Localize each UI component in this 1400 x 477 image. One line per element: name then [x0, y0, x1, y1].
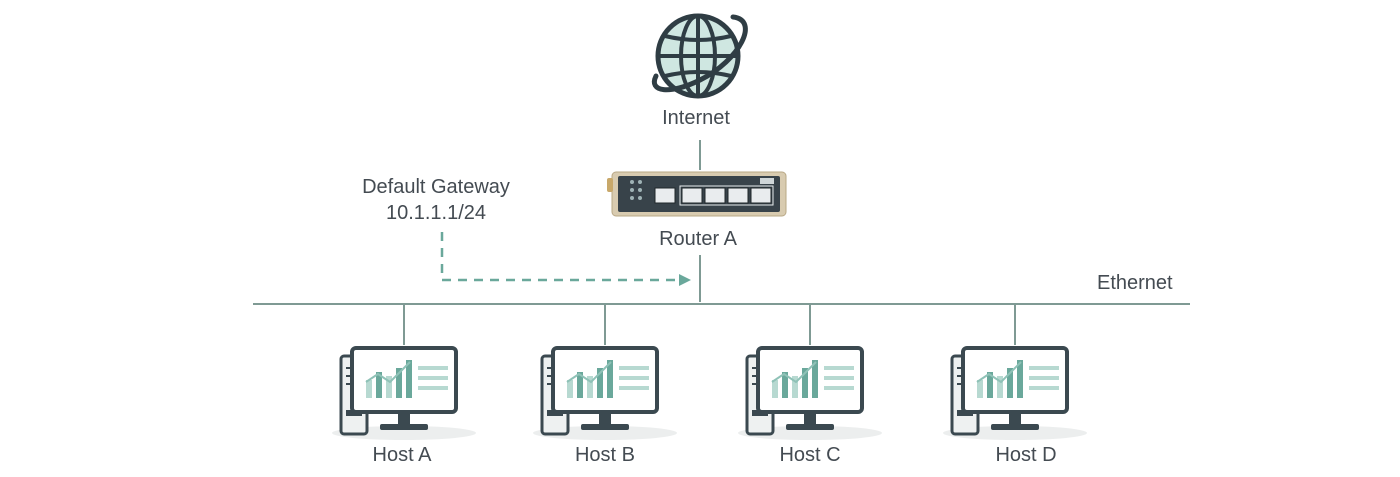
internet-label: Internet	[662, 107, 730, 129]
gateway-label-line1: Default Gateway	[362, 176, 510, 198]
router-label: Router A	[659, 228, 737, 250]
host-a-desktop-computer-icon	[330, 346, 478, 442]
host-a-label: Host A	[372, 444, 432, 466]
host-d-desktop-computer-icon	[941, 346, 1089, 442]
host-d-label: Host D	[995, 444, 1057, 466]
host-b-desktop-computer-icon	[531, 346, 679, 442]
host-c-desktop-computer-icon	[736, 346, 884, 442]
gateway-arrow	[440, 232, 691, 286]
gateway-label-line2: 10.1.1.1/24	[385, 202, 487, 224]
ethernet-label: Ethernet	[1097, 272, 1173, 294]
router-icon	[607, 171, 787, 217]
host-b-label: Host B	[574, 444, 636, 466]
globe-icon	[651, 13, 748, 99]
host-c-label: Host C	[779, 444, 841, 466]
